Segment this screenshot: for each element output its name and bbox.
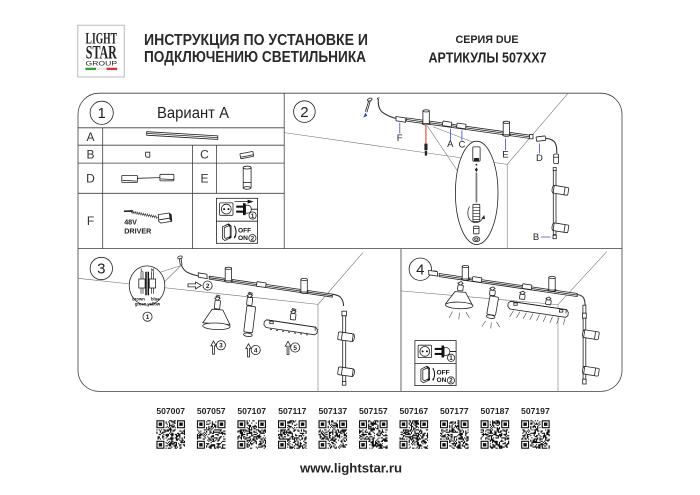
svg-text:АРТИКУЛЫ 507XX7: АРТИКУЛЫ 507XX7 bbox=[429, 51, 547, 67]
svg-text:STAR: STAR bbox=[86, 44, 117, 64]
svg-text:blue: blue bbox=[151, 296, 160, 301]
svg-text:D: D bbox=[86, 172, 95, 186]
svg-text:www.lightstar.ru: www.lightstar.ru bbox=[299, 460, 402, 475]
svg-text:3: 3 bbox=[97, 261, 105, 278]
svg-text:4: 4 bbox=[416, 261, 424, 278]
svg-text:brown: brown bbox=[132, 296, 145, 301]
svg-text:ИНСТРУКЦИЯ ПО УСТАНОВКЕ И: ИНСТРУКЦИЯ ПО УСТАНОВКЕ И bbox=[144, 32, 368, 49]
svg-text:B: B bbox=[86, 148, 94, 162]
svg-text:F: F bbox=[87, 214, 94, 228]
svg-text:L: L bbox=[141, 267, 144, 272]
svg-text:5: 5 bbox=[293, 345, 297, 352]
svg-text:GROUP: GROUP bbox=[86, 60, 118, 67]
svg-text:507007: 507007 bbox=[156, 406, 185, 416]
svg-text:LIGHT: LIGHT bbox=[86, 30, 118, 47]
svg-text:2: 2 bbox=[206, 283, 210, 290]
svg-text:1: 1 bbox=[98, 105, 106, 122]
svg-text:A: A bbox=[447, 139, 454, 150]
svg-text:Вариант А: Вариант А bbox=[157, 105, 230, 122]
svg-text:507177: 507177 bbox=[440, 406, 469, 416]
svg-text:A: A bbox=[86, 130, 94, 144]
svg-text:D: D bbox=[536, 153, 543, 164]
svg-text:507187: 507187 bbox=[481, 406, 510, 416]
svg-text:C: C bbox=[200, 148, 209, 162]
svg-text:3: 3 bbox=[219, 343, 223, 350]
svg-text:DRIVER: DRIVER bbox=[124, 227, 152, 236]
svg-text:507167: 507167 bbox=[399, 406, 428, 416]
svg-text:507137: 507137 bbox=[318, 406, 347, 416]
svg-text:4: 4 bbox=[254, 347, 258, 354]
svg-text:C: C bbox=[458, 139, 465, 150]
svg-text:F: F bbox=[397, 133, 403, 144]
svg-text:2: 2 bbox=[300, 104, 308, 121]
svg-text:507197: 507197 bbox=[521, 406, 550, 416]
svg-text:ПОДКЛЮЧЕНИЮ СВЕТИЛЬНИКА: ПОДКЛЮЧЕНИЮ СВЕТИЛЬНИКА bbox=[144, 49, 366, 66]
svg-text:N: N bbox=[151, 267, 154, 272]
svg-text:E: E bbox=[502, 150, 508, 161]
svg-text:СЕРИЯ DUE: СЕРИЯ DUE bbox=[456, 34, 519, 46]
svg-text:1: 1 bbox=[146, 314, 150, 321]
svg-text:E: E bbox=[200, 172, 208, 186]
svg-text:B: B bbox=[533, 232, 539, 243]
svg-text:507157: 507157 bbox=[359, 406, 388, 416]
svg-text:green yellow: green yellow bbox=[135, 302, 161, 307]
svg-text:48V: 48V bbox=[124, 217, 137, 226]
svg-text:507117: 507117 bbox=[278, 406, 306, 416]
svg-text:507107: 507107 bbox=[237, 406, 266, 416]
svg-text:507057: 507057 bbox=[197, 406, 226, 416]
